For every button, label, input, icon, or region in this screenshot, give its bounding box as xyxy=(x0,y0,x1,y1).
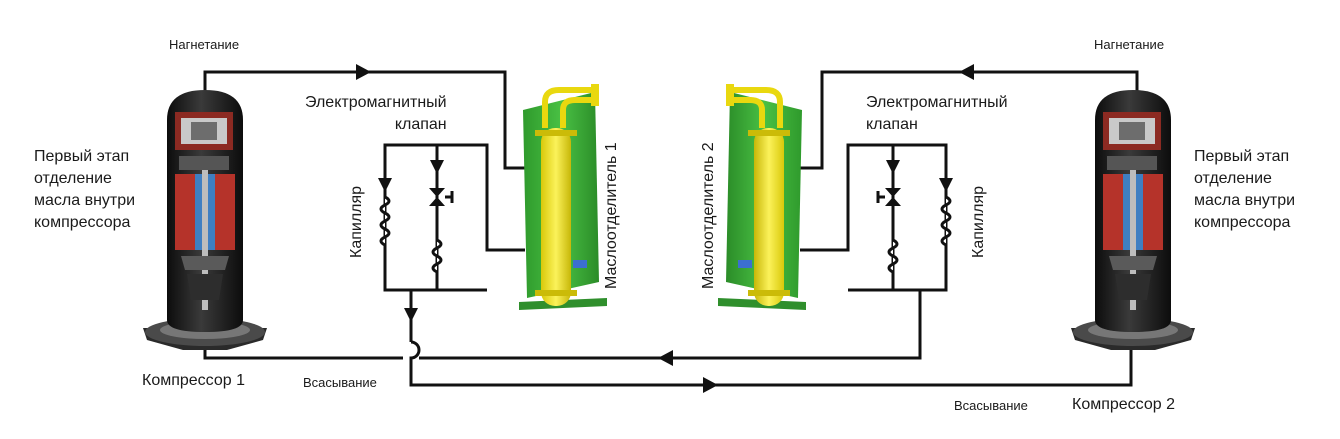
left-first-stage-line-4: компрессора xyxy=(34,214,131,231)
oil-separator-2-icon xyxy=(718,84,806,310)
left-return-arrow xyxy=(404,308,418,322)
left-capillary-arrow xyxy=(378,178,392,192)
right-first-stage-line-4: компрессора xyxy=(1194,214,1291,231)
suction-left-arrow xyxy=(658,350,673,366)
right-discharge-label: Нагнетание xyxy=(1094,37,1165,52)
right-first-stage-label: Первый этап отделение масла внутри компр… xyxy=(1194,146,1295,234)
left-capillary-coil xyxy=(379,195,391,247)
oil-separator-1-label: Маслоотделитель 1 xyxy=(603,142,620,289)
compressor-1-icon xyxy=(143,90,267,350)
right-discharge-arrow xyxy=(959,64,974,80)
left-discharge-arrow xyxy=(356,64,371,80)
compressor-2-label: Компрессор 2 xyxy=(1072,396,1175,413)
right-solenoid-arrow xyxy=(886,160,900,174)
left-capillary-label: Капилляр xyxy=(348,185,365,258)
compressor-2-icon xyxy=(1071,90,1195,350)
left-solenoid-arrow xyxy=(430,160,444,174)
right-solenoid-line-2: клапан xyxy=(866,116,918,133)
compressor-1-label: Компрессор 1 xyxy=(142,372,245,389)
right-oil-return-loop xyxy=(800,143,948,292)
left-solenoid-line-1: Электромагнитный xyxy=(305,94,447,111)
left-first-stage-label: Первый этап отделение масла внутри компр… xyxy=(34,146,135,234)
right-valve-coil xyxy=(887,238,899,274)
left-first-stage-line-3: масла внутри xyxy=(34,192,136,209)
right-discharge-line xyxy=(800,70,1139,170)
left-solenoid-label: Электромагнитный клапан xyxy=(305,94,447,134)
left-suction-label: Всасывание xyxy=(303,375,377,390)
right-solenoid-valve-icon xyxy=(885,188,901,206)
right-solenoid-line-1: Электромагнитный xyxy=(866,94,1008,111)
left-discharge-line xyxy=(203,70,525,170)
right-first-stage-line-1: Первый этап xyxy=(1194,148,1290,165)
right-first-stage-line-3: масла внутри xyxy=(1194,192,1296,209)
right-capillary-coil xyxy=(940,195,952,247)
left-valve-coil xyxy=(431,238,443,274)
right-suction-label: Всасывание xyxy=(954,398,1028,413)
left-discharge-label: Нагнетание xyxy=(169,37,240,52)
left-solenoid-valve-icon xyxy=(429,188,445,206)
left-first-stage-line-1: Первый этап xyxy=(34,148,130,165)
right-capillary-arrow xyxy=(939,178,953,192)
suction-right-arrow xyxy=(703,377,718,393)
left-first-stage-line-2: отделение xyxy=(34,170,112,187)
left-solenoid-line-2: клапан xyxy=(394,116,447,133)
oil-separator-2-label: Маслоотделитель 2 xyxy=(700,142,717,289)
oil-separator-1-icon xyxy=(519,84,607,310)
right-capillary-label: Капилляр xyxy=(970,185,987,258)
right-first-stage-line-2: отделение xyxy=(1194,170,1272,187)
right-solenoid-label: Электромагнитный клапан xyxy=(866,94,1008,134)
